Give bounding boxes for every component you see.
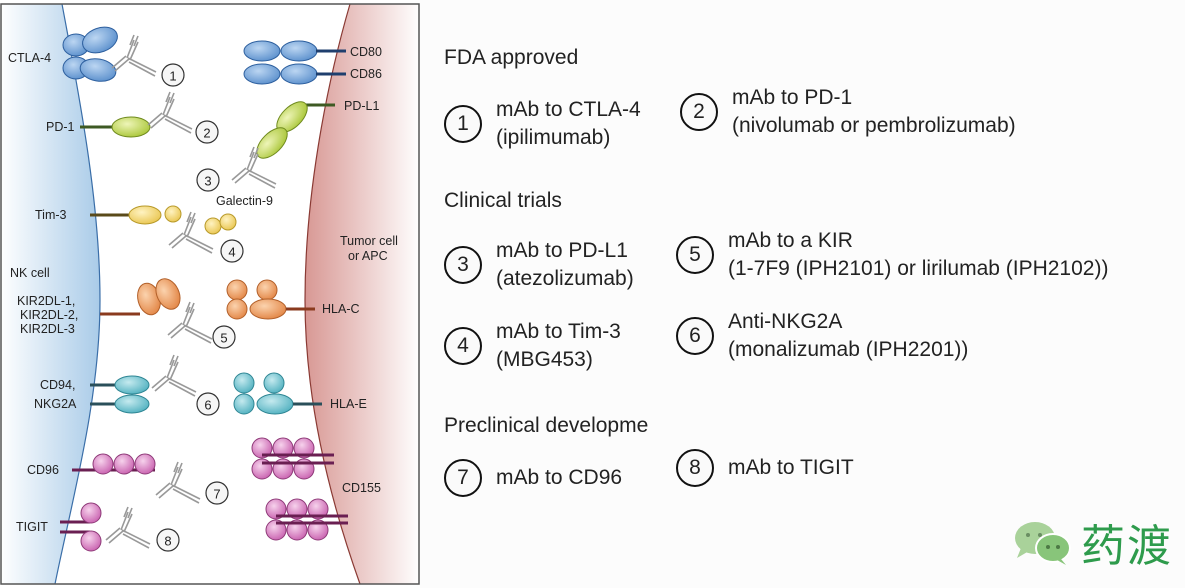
nk-cell-membrane xyxy=(0,4,100,584)
legend-entry-4: 4 mAb to Tim-3 (MBG453) xyxy=(444,318,621,374)
entry-subtitle: (1-7F9 (IPH2101) or lirilumab (IPH2102)) xyxy=(728,257,1109,280)
ctla4-receptor xyxy=(62,26,118,82)
tumor-membrane-line xyxy=(304,3,361,585)
entry-subtitle: (ipilimumab) xyxy=(496,126,611,149)
pdl1-ligand xyxy=(256,101,335,159)
svg-text:3: 3 xyxy=(204,174,211,189)
nkg2a-receptor xyxy=(114,394,150,414)
entry-title: mAb to PD-L1 xyxy=(496,239,628,262)
number-circle: 4 xyxy=(444,327,482,365)
figure-border xyxy=(0,3,420,585)
legend-entry-8: 8 mAb to TIGIT xyxy=(676,449,854,487)
pd1-receptor xyxy=(111,116,151,138)
nkg2a-label: NKG2A xyxy=(34,397,77,411)
entry-title: mAb to a KIR xyxy=(728,229,853,252)
number-circle: 8 xyxy=(676,449,714,487)
marker-8: 8 xyxy=(156,528,180,552)
entry-subtitle: (nivolumab or pembrolizumab) xyxy=(732,114,1016,137)
svg-text:7: 7 xyxy=(213,487,220,502)
tim3-domain xyxy=(164,205,182,223)
entry-title: mAb to Tim-3 xyxy=(496,320,621,343)
number-circle: 7 xyxy=(444,459,482,497)
hlae-ligand xyxy=(233,372,322,415)
marker-4: 4 xyxy=(220,239,244,263)
entry-title: mAb to CTLA-4 xyxy=(496,98,641,121)
galectin9-ligand-2 xyxy=(219,213,237,231)
svg-text:1: 1 xyxy=(169,69,176,84)
kir-domain xyxy=(155,278,181,310)
entry-subtitle: (monalizumab (IPH2201)) xyxy=(728,338,969,361)
svg-text:6: 6 xyxy=(204,398,211,413)
marker-6: 6 xyxy=(196,392,220,416)
entry-title: mAb to PD-1 xyxy=(732,86,853,109)
marker-1: 1 xyxy=(161,63,185,87)
hlac-label: HLA-C xyxy=(322,302,360,316)
legend-entry-5: 5 mAb to a KIR (1-7F9 (IPH2101) or liril… xyxy=(676,227,1108,283)
tumor-cell-label-2: or APC xyxy=(348,249,388,263)
cd155-ligand-lower xyxy=(265,498,348,541)
section-clinical-trials: Clinical trials xyxy=(444,189,562,212)
entry-title: Anti-NKG2A xyxy=(728,310,843,333)
tigit-receptor xyxy=(60,502,102,552)
ctla4-label: CTLA-4 xyxy=(8,51,51,65)
watermark-logo: 药渡 xyxy=(1011,510,1173,574)
svg-text:5: 5 xyxy=(220,331,227,346)
cd96-label: CD96 xyxy=(27,463,59,477)
nk-cell-label: NK cell xyxy=(10,266,50,280)
nk-membrane-line xyxy=(54,3,101,585)
number-circle: 5 xyxy=(676,236,714,274)
tumor-cell-label-1: Tumor cell xyxy=(340,234,398,248)
cd155-label: CD155 xyxy=(342,481,381,495)
hlac-ligand xyxy=(226,279,315,320)
number-circle: 6 xyxy=(676,317,714,355)
cd96-receptor xyxy=(72,453,156,475)
legend-entry-2: 2 mAb to PD-1 (nivolumab or pembrolizuma… xyxy=(680,84,1016,140)
hlae-label: HLA-E xyxy=(330,397,367,411)
svg-text:2: 2 xyxy=(203,126,210,141)
cd80-label: CD80 xyxy=(350,45,382,59)
kir-label-1: KIR2DL-1, xyxy=(17,294,75,308)
entry-title: mAb to TIGIT xyxy=(728,456,854,479)
pdl1-label: PD-L1 xyxy=(344,99,379,113)
galectin9-ligand xyxy=(204,217,222,235)
checkpoint-diagram: CTLA-4 CD80 CD86 PD-1 PD-L1 Galectin-9 T… xyxy=(0,0,420,588)
entry-subtitle: (MBG453) xyxy=(496,348,593,371)
svg-text:4: 4 xyxy=(228,245,235,260)
legend-panel: FDA approved 1 mAb to CTLA-4 (ipilimumab… xyxy=(430,0,1185,588)
cd80-ligand xyxy=(243,40,346,62)
entry-title: mAb to CD96 xyxy=(496,466,623,489)
cd86-ligand xyxy=(243,63,346,85)
marker-3: 3 xyxy=(196,168,220,192)
section-preclinical: Preclinical developme xyxy=(444,414,649,437)
legend-entry-3: 3 mAb to PD-L1 (atezolizumab) xyxy=(444,237,634,293)
cd94-label: CD94, xyxy=(40,378,75,392)
marker-5: 5 xyxy=(212,325,236,349)
tumor-cell-membrane xyxy=(305,4,420,584)
number-circle: 1 xyxy=(444,105,482,143)
tigit-label: TIGIT xyxy=(16,520,48,534)
kir-label-2: KIR2DL-2, xyxy=(20,308,78,322)
marker-7: 7 xyxy=(205,481,229,505)
legend-entry-6: 6 Anti-NKG2A (monalizumab (IPH2201)) xyxy=(676,308,968,364)
cd94-receptor xyxy=(114,375,150,395)
svg-text:8: 8 xyxy=(164,534,171,549)
watermark-text: 药渡 xyxy=(1081,521,1173,572)
cd155-ligand-upper xyxy=(251,437,334,480)
number-circle: 3 xyxy=(444,246,482,284)
pd1-label: PD-1 xyxy=(46,120,75,134)
cd86-label: CD86 xyxy=(350,67,382,81)
section-fda-approved: FDA approved xyxy=(444,46,579,69)
wechat-icon xyxy=(1015,522,1071,565)
galectin9-label: Galectin-9 xyxy=(216,194,273,208)
legend-entry-1: 1 mAb to CTLA-4 (ipilimumab) xyxy=(444,96,641,152)
tim3-label: Tim-3 xyxy=(35,208,67,222)
kir-label-3: KIR2DL-3 xyxy=(20,322,75,336)
entry-subtitle: (atezolizumab) xyxy=(496,267,634,290)
marker-2: 2 xyxy=(195,120,219,144)
number-circle: 2 xyxy=(680,93,718,131)
legend-entry-7: 7 mAb to CD96 xyxy=(444,459,622,497)
tim3-receptor xyxy=(128,205,162,225)
